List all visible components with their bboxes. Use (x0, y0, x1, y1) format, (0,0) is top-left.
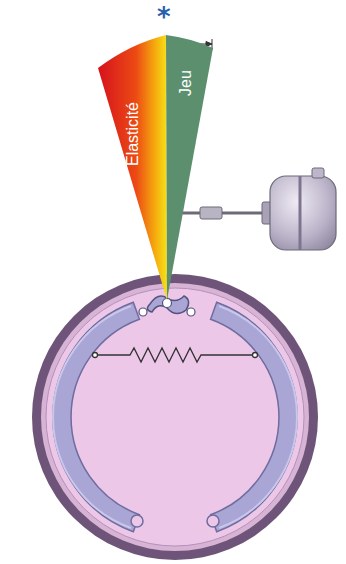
return-spring (93, 348, 258, 362)
asterisk-mark: * (157, 4, 171, 30)
anchor-pin (131, 515, 219, 527)
brake-shoe (211, 302, 298, 531)
chamber-body (270, 176, 336, 250)
brake-drum (32, 274, 318, 560)
brake-chamber (175, 168, 336, 250)
play-sector: Jeu (163, 30, 215, 302)
sector-label: Élasticité (125, 102, 141, 166)
clevis (200, 207, 222, 219)
elasticity-sector: Élasticité (98, 30, 170, 302)
sector-fill (166, 35, 213, 300)
sector-fill (98, 35, 167, 300)
sector-label: Jeu (178, 70, 194, 96)
air-port (312, 168, 324, 178)
brake-shoe (53, 302, 140, 531)
